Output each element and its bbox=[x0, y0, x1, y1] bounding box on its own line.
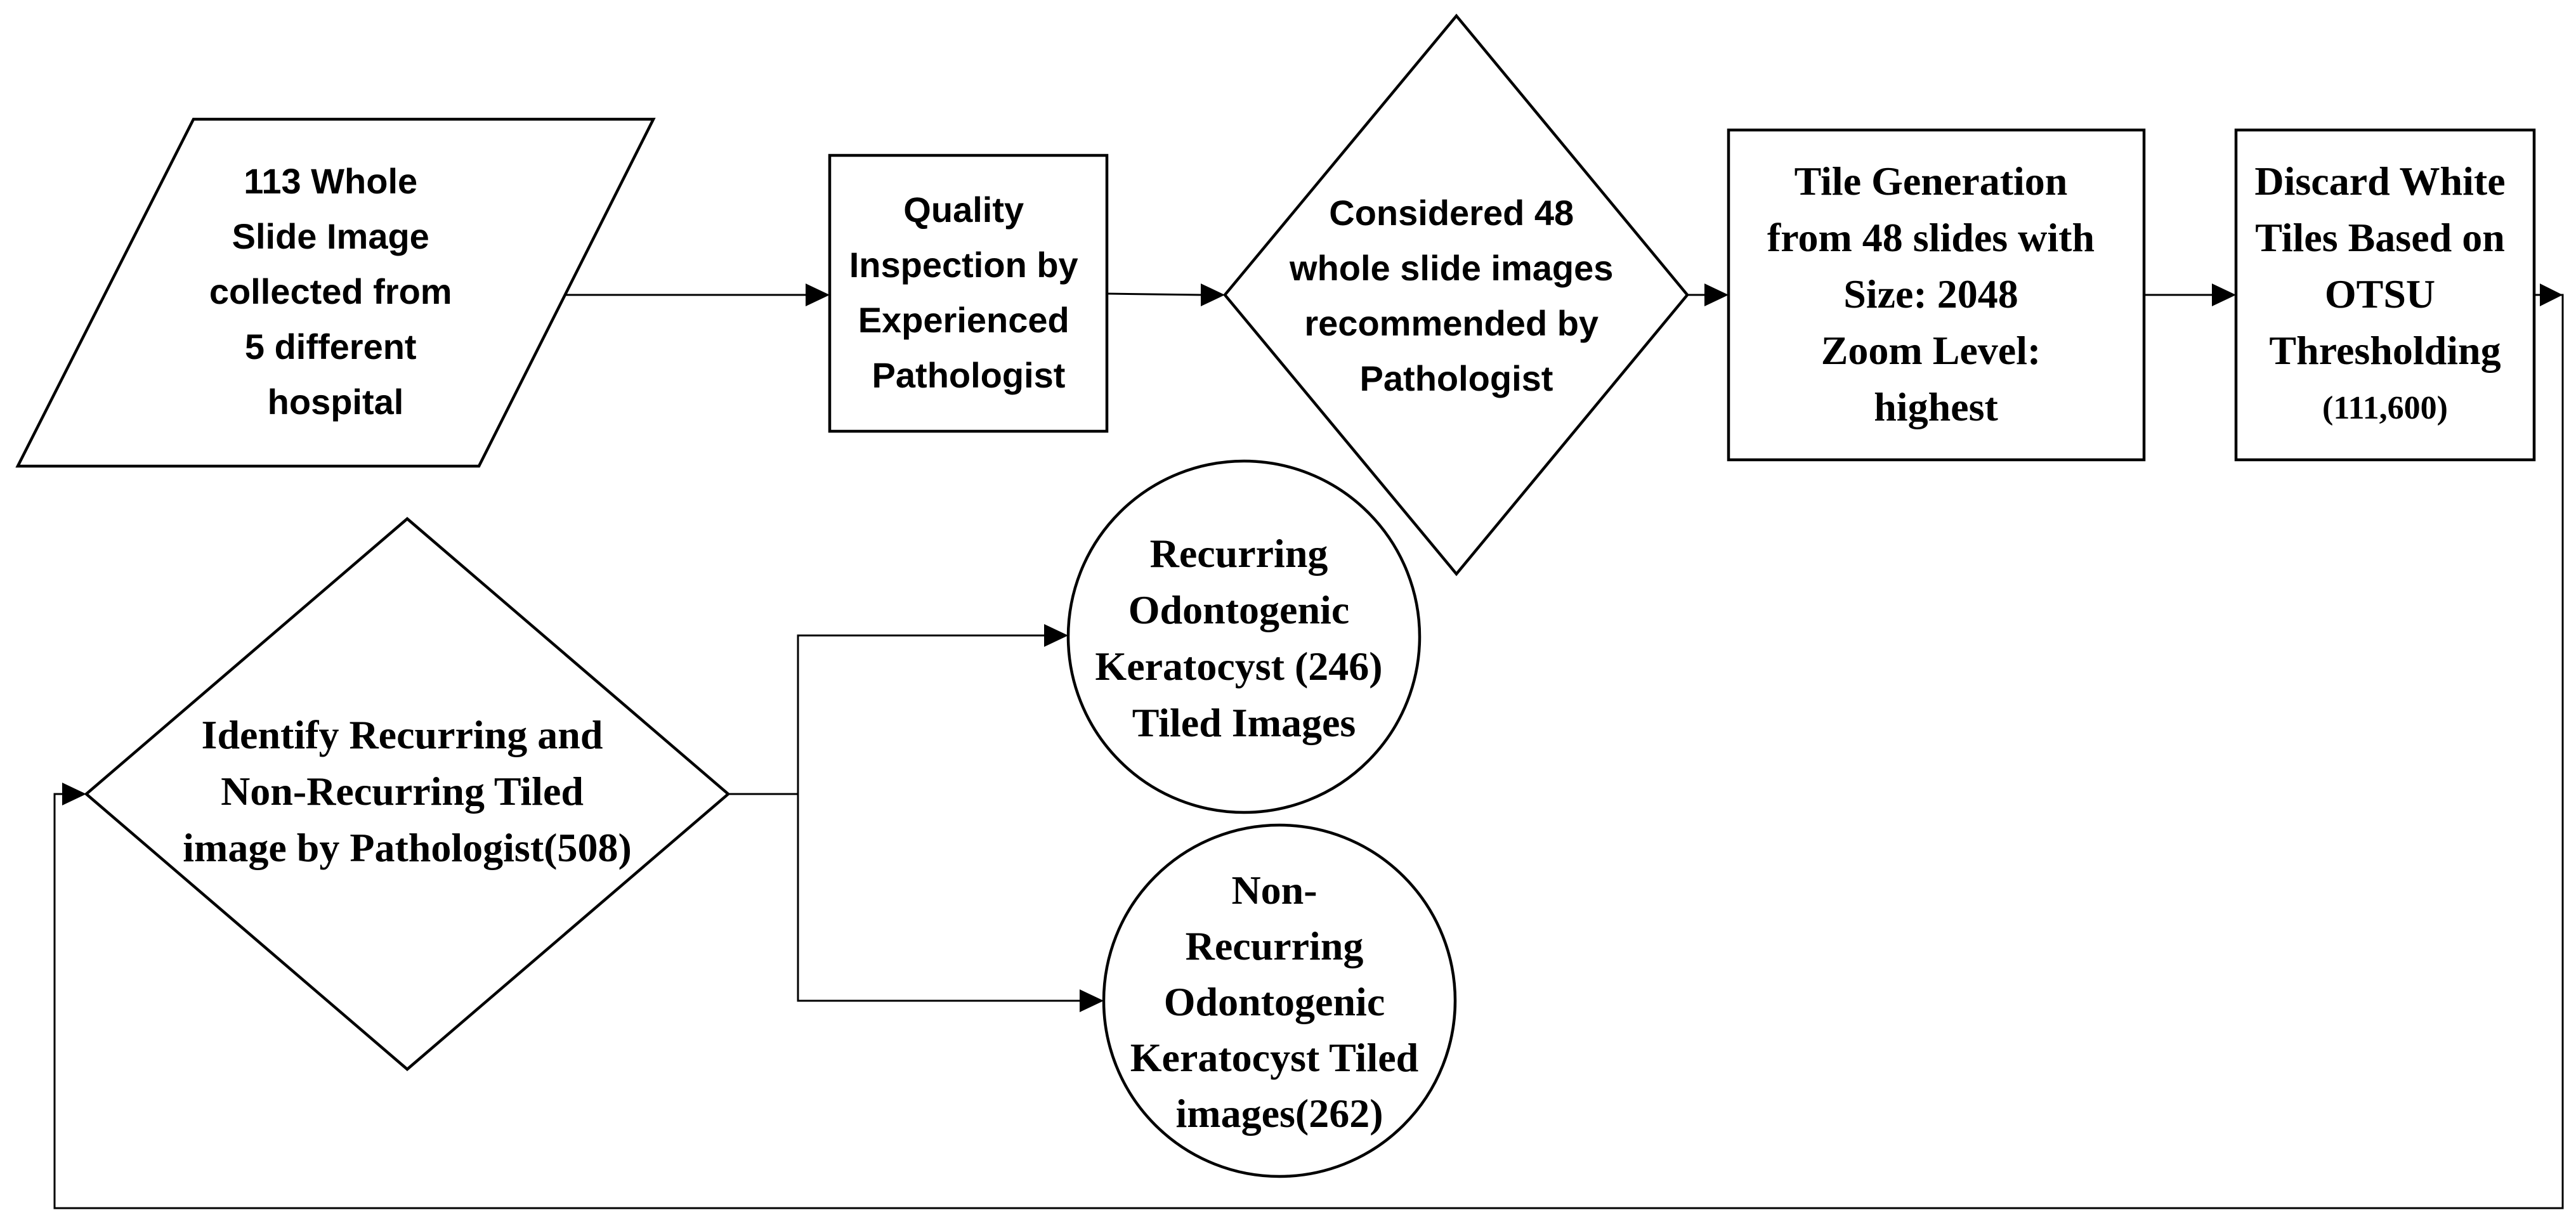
connectors bbox=[53, 283, 2564, 1209]
non-recurring-line-3: Odontogenic bbox=[1164, 979, 1385, 1024]
identify-label: Identify Recurring and Non-Recurring Til… bbox=[183, 712, 632, 870]
identify-line-1: Identify Recurring and bbox=[202, 712, 603, 757]
identify-line-3: image by Pathologist(508) bbox=[183, 825, 632, 870]
recurring-line-1: Recurring bbox=[1150, 531, 1328, 576]
considered-48-shape bbox=[1223, 13, 1689, 576]
connector-identify-to-non-recurring bbox=[797, 794, 1080, 1002]
wsi-input-line-4: 5 different bbox=[245, 327, 417, 367]
node-tile-generation: Tile Generation from 48 slides with Size… bbox=[1727, 128, 2146, 462]
quality-inspection-label: Quality Inspection by Experienced Pathol… bbox=[849, 190, 1089, 395]
arrowhead-discard bbox=[2212, 283, 2236, 306]
tile-line-5: highest bbox=[1874, 384, 1998, 429]
discard-white-label: Discard White Tiles Based on OTSU Thresh… bbox=[2254, 159, 2515, 373]
discard-white-count: (111,600) bbox=[2322, 390, 2448, 426]
quality-line-4: Pathologist bbox=[872, 355, 1066, 395]
node-recurring: Recurring Odontogenic Keratocyst (246) T… bbox=[1066, 459, 1422, 814]
quality-inspection-shape bbox=[828, 153, 1109, 433]
considered-line-4: Pathologist bbox=[1360, 358, 1553, 398]
node-quality-inspection: Quality Inspection by Experienced Pathol… bbox=[828, 153, 1109, 433]
non-recurring-shape bbox=[1102, 823, 1457, 1178]
discard-white-shape bbox=[2234, 128, 2536, 462]
considered-line-2: whole slide images bbox=[1289, 248, 1613, 288]
tile-generation-label: Tile Generation from 48 slides with Size… bbox=[1767, 159, 2105, 429]
recurring-line-3: Keratocyst (246) bbox=[1095, 644, 1382, 689]
recurring-line-2: Odontogenic bbox=[1128, 587, 1349, 632]
discard-line-3: OTSU bbox=[2325, 271, 2435, 316]
quality-line-1: Quality bbox=[903, 190, 1024, 230]
arrowhead-loop-start bbox=[2540, 283, 2563, 306]
non-recurring-line-4: Keratocyst Tiled bbox=[1130, 1035, 1418, 1080]
wsi-input-line-5: hospital bbox=[268, 382, 404, 422]
arrowhead-loop-end[interactable] bbox=[62, 783, 86, 805]
wsi-input-line-3: collected from bbox=[209, 271, 452, 311]
tile-generation-shape bbox=[1727, 128, 2146, 462]
node-non-recurring: Non- Recurring Odontogenic Keratocyst Ti… bbox=[1102, 823, 1457, 1178]
discard-line-4: Thresholding bbox=[2269, 328, 2501, 373]
connector-quality-to-considered bbox=[1106, 292, 1201, 296]
considered-line-3: recommended by bbox=[1304, 303, 1599, 343]
quality-line-3: Experienced bbox=[858, 300, 1069, 340]
identify-line-2: Non-Recurring Tiled bbox=[221, 769, 584, 814]
non-recurring-line-1: Non- bbox=[1231, 868, 1317, 913]
arrowhead-non-recurring bbox=[1080, 989, 1104, 1012]
discard-line-2: Tiles Based on bbox=[2255, 215, 2505, 260]
node-identify: Identify Recurring and Non-Recurring Til… bbox=[84, 517, 731, 1071]
tile-line-2: from 48 slides with bbox=[1767, 215, 2095, 260]
non-recurring-line-2: Recurring bbox=[1186, 923, 1364, 968]
considered-line-1: Considered 48 bbox=[1329, 193, 1574, 233]
recurring-shape bbox=[1066, 459, 1422, 814]
non-recurring-line-5: images(262) bbox=[1175, 1091, 1383, 1136]
considered-48-label: Considered 48 whole slide images recomme… bbox=[1289, 193, 1623, 398]
tile-line-3: Size: 2048 bbox=[1843, 271, 2018, 316]
node-considered-48: Considered 48 whole slide images recomme… bbox=[1223, 13, 1689, 576]
tile-line-4: Zoom Level: bbox=[1821, 328, 2041, 373]
wsi-input-line-2: Slide Image bbox=[232, 216, 429, 256]
wsi-input-label: 113 Whole Slide Image collected from 5 d… bbox=[209, 161, 462, 422]
tile-line-1: Tile Generation bbox=[1795, 159, 2068, 204]
wsi-input-line-1: 113 Whole bbox=[244, 161, 417, 201]
node-wsi-input: 113 Whole Slide Image collected from 5 d… bbox=[15, 117, 656, 468]
discard-line-1: Discard White bbox=[2254, 159, 2505, 204]
node-discard-white: Discard White Tiles Based on OTSU Thresh… bbox=[2234, 128, 2536, 462]
arrowhead-considered bbox=[1201, 283, 1225, 306]
arrowhead-quality bbox=[806, 283, 830, 306]
arrowhead-recurring bbox=[1044, 624, 1068, 647]
non-recurring-label: Non- Recurring Odontogenic Keratocyst Ti… bbox=[1130, 868, 1429, 1136]
arrowhead-tile bbox=[1704, 283, 1729, 306]
recurring-line-4: Tiled Images bbox=[1132, 700, 1356, 745]
quality-line-2: Inspection by bbox=[849, 245, 1078, 285]
connector-identify-to-recurring bbox=[728, 634, 1044, 795]
recurring-label: Recurring Odontogenic Keratocyst (246) T… bbox=[1095, 531, 1392, 745]
identify-shape bbox=[84, 517, 731, 1071]
wsi-input-shape bbox=[15, 117, 656, 468]
